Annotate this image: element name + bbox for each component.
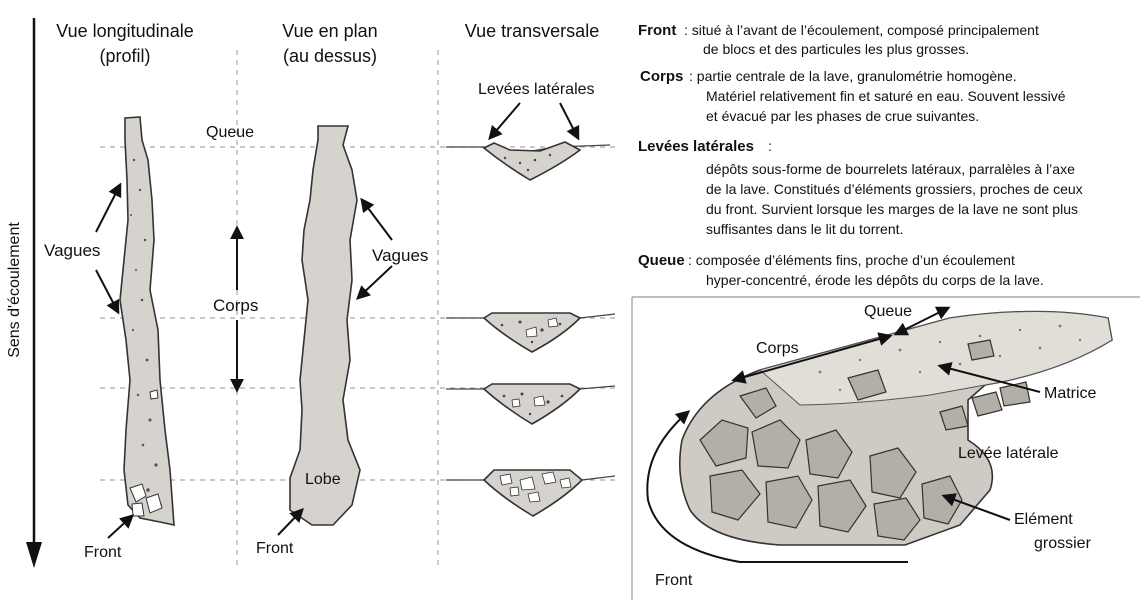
legend-front-term: Front: [638, 22, 676, 39]
block-corps-label: Corps: [756, 340, 799, 357]
legend-levees-desc-2: de la lave. Constitués d’éléments grossi…: [706, 181, 1083, 197]
profile-shape: [120, 117, 174, 525]
transversal-levees-label: Levées latérales: [478, 81, 595, 98]
plan-queue-label: Queue: [206, 124, 254, 141]
legend-front-desc-2: de blocs et des particules les plus gros…: [703, 41, 969, 57]
legend-queue: Queue : composée d’éléments fins, proche…: [638, 252, 1044, 288]
legend-corps-desc-3: et évacué par les phases de crue suivant…: [706, 108, 979, 124]
cross-section-corps-1: [446, 313, 615, 352]
plan-title: Vue en plan: [282, 21, 377, 41]
plan-vagues-arrow-up: [362, 200, 392, 240]
legend-levees-colon: :: [768, 138, 772, 154]
cross-section-corps-2: [446, 384, 615, 424]
flow-axis-arrowhead: [26, 542, 42, 568]
levees-arrow-right: [560, 103, 578, 138]
longitudinal-title: Vue longitudinale: [56, 21, 193, 41]
plan-corps-label: Corps: [213, 296, 258, 315]
plan-vagues-label: Vagues: [372, 246, 428, 265]
profile-front-label: Front: [84, 544, 122, 561]
levees-arrow-left: [490, 103, 520, 138]
plan-vagues-arrow-down: [358, 266, 392, 298]
profile-vagues-arrow-up: [96, 185, 120, 232]
plan-front-arrow: [278, 510, 302, 535]
transversal-title: Vue transversale: [465, 21, 599, 41]
block-levee-label: Levée latérale: [958, 445, 1059, 462]
plan-front-label: Front: [256, 540, 294, 557]
legend-levees: Levées latérales : dépôts sous-forme de …: [638, 138, 1083, 237]
legend-queue-desc-1: : composée d’éléments fins, proche d’un …: [688, 252, 1015, 268]
debris-flow-block: [680, 312, 1112, 546]
legend-levees-desc-3: du front. Survient lorsque les marges de…: [706, 201, 1078, 217]
block-element-label-2: grossier: [1034, 535, 1092, 552]
legend-corps-term: Corps: [640, 68, 683, 85]
legend-corps-desc-2: Matériel relativement fin et saturé en e…: [706, 88, 1066, 104]
legend-front-desc-1: : situé à l’avant de l’écoulement, compo…: [684, 22, 1039, 38]
longitudinal-subtitle: (profil): [99, 46, 150, 66]
legend-corps-desc-1: : partie centrale de la lave, granulomét…: [689, 68, 1017, 84]
cross-section-queue: [446, 142, 610, 180]
legend-levees-desc-1: dépôts sous-forme de bourrelets latéraux…: [706, 161, 1075, 177]
profile-front-arrow: [108, 516, 132, 538]
block-front-label: Front: [655, 572, 693, 589]
legend-queue-desc-2: hyper-concentré, érode les dépôts du cor…: [706, 272, 1044, 288]
profile-vagues-arrow-down: [96, 270, 118, 312]
legend-queue-term: Queue: [638, 252, 685, 269]
legend-front: Front : situé à l’avant de l’écoulement,…: [638, 22, 1039, 57]
legend-levees-term: Levées latérales: [638, 138, 754, 155]
flow-axis-label: Sens d'écoulement: [6, 222, 23, 358]
profile-vagues-label: Vagues: [44, 241, 100, 260]
plan-lobe-label: Lobe: [305, 471, 341, 488]
legend-levees-desc-4: suffisantes dans le lit du torrent.: [706, 221, 903, 237]
plan-subtitle: (au dessus): [283, 46, 377, 66]
block-matrice-label: Matrice: [1044, 385, 1097, 402]
block-queue-label: Queue: [864, 303, 912, 320]
legend-corps: Corps : partie centrale de la lave, gran…: [640, 68, 1066, 124]
plan-shape: [290, 126, 360, 525]
cross-section-front: [446, 470, 615, 516]
block-element-label-1: Elément: [1014, 511, 1073, 528]
